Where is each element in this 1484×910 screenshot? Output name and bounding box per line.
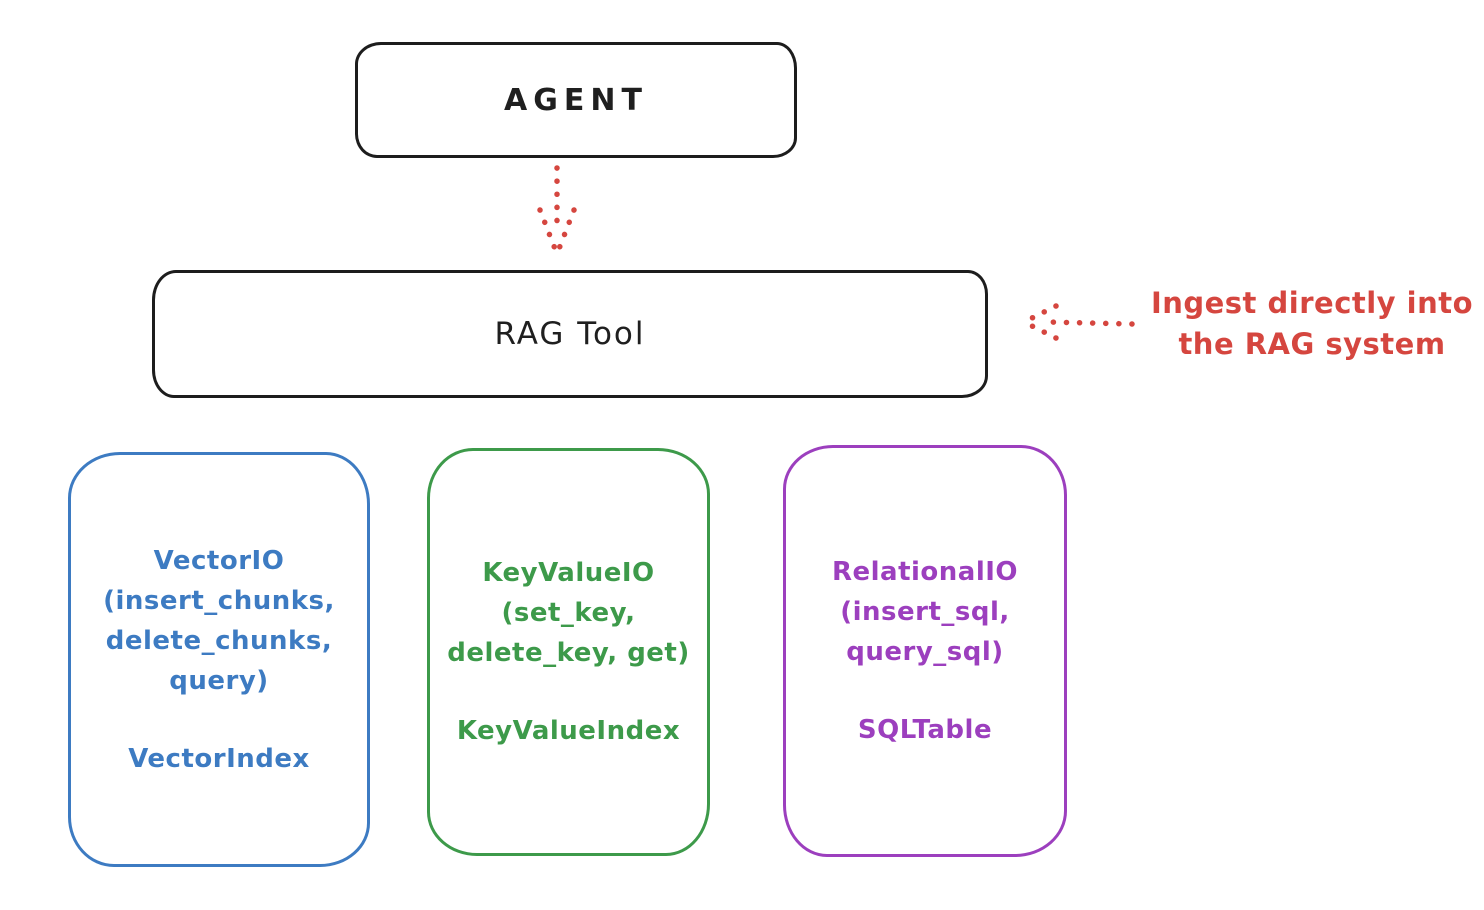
vector-io-box: VectorIO (insert_chunks, delete_chunks, …	[68, 452, 370, 867]
arrow-agent-to-ragtool	[527, 162, 587, 268]
ingest-annotation-line1: Ingest directly into	[1150, 286, 1474, 320]
vector-io-line: query)	[169, 665, 269, 696]
rag-tool-label: RAG Tool	[494, 316, 646, 352]
dotted-down-arrow-icon	[537, 165, 577, 257]
keyvalue-io-title: KeyValueIO	[482, 558, 655, 588]
ingest-annotation-line2: the RAG system	[1178, 327, 1446, 361]
agent-box: AGENT	[355, 42, 797, 158]
relational-io-box: RelationalIO (insert_sql, query_sql) SQL…	[783, 445, 1067, 857]
vector-io-signature: VectorIO (insert_chunks, delete_chunks, …	[103, 541, 335, 701]
vector-index-label: VectorIndex	[128, 743, 310, 774]
keyvalue-io-line: delete_key, get)	[447, 638, 690, 668]
relational-io-title: RelationalIO	[831, 557, 1019, 587]
keyvalue-io-box: KeyValueIO (set_key, delete_key, get) Ke…	[427, 448, 710, 856]
agent-label: AGENT	[504, 82, 648, 118]
keyvalue-io-line: (set_key,	[501, 598, 636, 628]
keyvalue-io-signature: KeyValueIO (set_key, delete_key, get)	[447, 553, 690, 673]
keyvalue-index-label: KeyValueIndex	[456, 716, 681, 746]
rag-tool-box: RAG Tool	[152, 270, 988, 398]
dotted-left-arrow-icon	[1021, 303, 1135, 341]
vector-io-line: (insert_chunks,	[103, 585, 335, 616]
arrow-ingest-to-ragtool	[1012, 298, 1138, 350]
relational-io-line: query_sql)	[846, 637, 1004, 667]
vector-io-line: delete_chunks,	[105, 625, 333, 656]
vector-io-title: VectorIO	[153, 545, 285, 576]
sql-table-label: SQLTable	[857, 715, 993, 745]
relational-io-line: (insert_sql,	[840, 597, 1010, 627]
ingest-annotation: Ingest directly into the RAG system	[1140, 283, 1484, 365]
relational-io-signature: RelationalIO (insert_sql, query_sql)	[832, 552, 1018, 672]
